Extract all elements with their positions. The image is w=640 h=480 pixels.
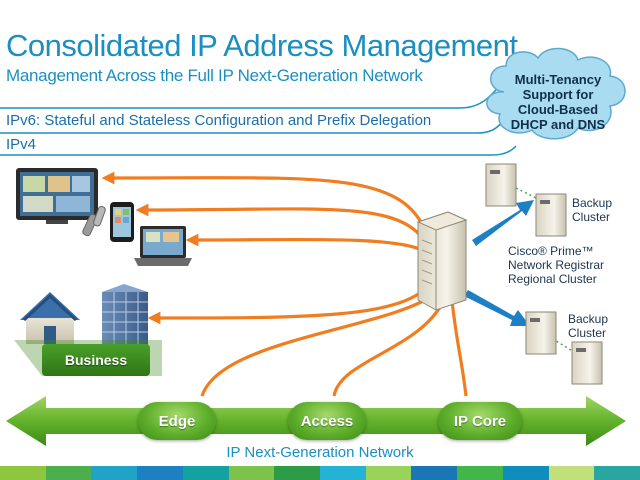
page-subtitle: Management Across the Full IP Next-Gener… (6, 66, 423, 85)
backup-server-bottom-1-icon (525, 311, 557, 355)
cloud-line: Cloud-Based (517, 102, 599, 117)
cloud-line: Support for (522, 87, 594, 102)
laptop-icon (134, 226, 192, 266)
stripe-segment (502, 466, 549, 480)
arrow-to-laptop (185, 233, 423, 252)
ipv6-band-line (0, 85, 501, 109)
smartphone-icon (110, 202, 134, 242)
tv-icon (16, 168, 98, 224)
office-building-icon (102, 284, 148, 346)
stripe-segment (548, 466, 595, 480)
cloud-icon (486, 47, 626, 140)
label-line: Backup (568, 312, 609, 326)
stripe-segment (45, 466, 92, 480)
stripe-segment (411, 466, 458, 480)
house-icon (20, 292, 80, 344)
cloud-line: DHCP and DNS (510, 117, 606, 132)
business-label: Business (42, 344, 150, 376)
link-to-access (332, 299, 446, 397)
label-line: Cisco® Prime™ (508, 244, 594, 258)
cloud-line: Multi-Tenancy (514, 72, 602, 87)
label-line: Network Registrar (508, 258, 605, 272)
stripe-segment (91, 466, 138, 480)
arrow-to-phone (135, 203, 426, 241)
stage-access: Access (288, 402, 366, 440)
stripe-segment (320, 466, 366, 480)
stripe-segment (594, 466, 640, 480)
label-line: Backup (572, 196, 613, 210)
backup-cluster-bottom-label: Backup Cluster (568, 312, 608, 340)
page-title: Consolidated IP Address Management (6, 28, 518, 63)
stripe-segment (182, 466, 229, 480)
blue-links (464, 200, 534, 326)
network-footer-label: IP Next-Generation Network (226, 444, 414, 461)
remote-control-icon (82, 205, 106, 237)
stage-edge: Edge (138, 402, 216, 440)
stripe-segment (0, 466, 46, 480)
color-stripe (0, 466, 640, 480)
link-to-ipcore (450, 299, 468, 397)
arrow-to-tv (101, 171, 428, 233)
backup-server-bottom-2-icon (571, 341, 603, 385)
ipv6-band-label: IPv6: Stateful and Stateless Configurati… (6, 112, 432, 129)
ipv4-band-label: IPv4 (6, 136, 37, 153)
stripe-segment (457, 466, 503, 480)
backup-server-top-2-icon (535, 193, 567, 237)
stripe-segment (228, 466, 275, 480)
label-line: Cluster (568, 326, 607, 340)
cloud-label: Multi-Tenancy Support for Cloud-Based DH… (496, 72, 620, 132)
arrow-to-business (147, 288, 426, 325)
backup-server-top-1-icon (485, 163, 517, 207)
ipv4-band-line (0, 145, 517, 156)
stripe-segment (365, 466, 412, 480)
regional-cluster-label: Cisco® Prime™ Network Registrar Regional… (508, 244, 604, 286)
stripe-segment (274, 466, 321, 480)
label-line: Cluster (572, 210, 611, 224)
link-to-edge (200, 294, 433, 397)
label-line: Regional Cluster (508, 272, 597, 286)
central-server-icon (416, 211, 468, 311)
backup-cluster-top-label: Backup Cluster (572, 196, 612, 224)
stripe-segment (137, 466, 183, 480)
orange-arrows (101, 171, 468, 397)
stage-ip-core: IP Core (438, 402, 522, 440)
